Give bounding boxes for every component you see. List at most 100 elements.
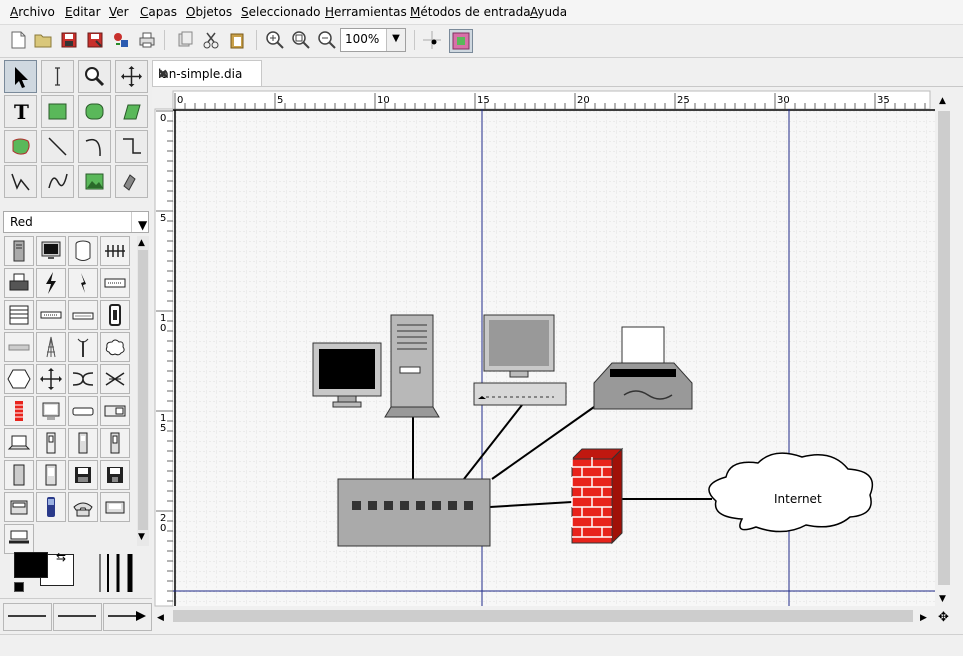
arc-tool[interactable]	[78, 130, 111, 163]
save-button[interactable]	[58, 29, 80, 51]
export-button[interactable]	[110, 29, 132, 51]
menu-metodos-de-entrada[interactable]: Métodos de entrada	[410, 5, 531, 19]
shape-handheld[interactable]	[100, 428, 130, 458]
line-width-icon[interactable]	[96, 552, 142, 594]
snap-to-objects-button[interactable]	[449, 29, 473, 53]
start-arrow-selector[interactable]	[3, 603, 52, 631]
open-file-button[interactable]	[32, 29, 54, 51]
zoom-dropdown-button[interactable]: ▼	[386, 29, 405, 51]
zoom-combo[interactable]: ▼	[340, 28, 406, 52]
internet-cloud[interactable]: Internet	[708, 452, 874, 533]
foreground-color-swatch[interactable]	[14, 552, 48, 578]
menu-capas[interactable]: Capas	[140, 5, 177, 19]
scroll-tool[interactable]	[115, 60, 148, 93]
image-tool[interactable]	[78, 165, 111, 198]
polygon-tool[interactable]	[115, 95, 148, 128]
default-colors-icon[interactable]	[14, 582, 24, 592]
swap-colors-icon[interactable]: ⇆	[56, 550, 67, 564]
server-tower-device[interactable]	[384, 314, 440, 418]
ellipse-tool[interactable]	[78, 95, 111, 128]
shape-cellphone[interactable]	[36, 492, 66, 522]
line-style-selector[interactable]	[53, 603, 102, 631]
copy-button[interactable]	[174, 29, 196, 51]
shape-modem[interactable]	[36, 300, 66, 330]
shape-device-tall[interactable]	[36, 460, 66, 490]
vertical-scroll-thumb[interactable]	[938, 111, 950, 585]
menu-objetos[interactable]: Objetos	[186, 5, 233, 19]
menu-ver[interactable]: Ver	[109, 5, 129, 19]
zigzagline-tool[interactable]	[115, 130, 148, 163]
shape-lightning[interactable]	[36, 268, 66, 298]
shape-firewall[interactable]	[4, 396, 34, 426]
chevron-left-icon[interactable]: ◀	[157, 613, 164, 623]
zoom-in-button[interactable]	[264, 29, 286, 51]
cut-button[interactable]	[200, 29, 222, 51]
shape-laptop[interactable]	[4, 428, 34, 458]
shape-phone-tower[interactable]	[4, 460, 34, 490]
box-tool[interactable]	[41, 95, 74, 128]
shape-sofa-device[interactable]	[100, 492, 130, 522]
magnify-tool[interactable]	[78, 60, 111, 93]
shape-bolt[interactable]	[68, 268, 98, 298]
shape-router[interactable]	[100, 364, 130, 394]
sheet-dropdown-button[interactable]: ▼	[131, 212, 148, 232]
connection-workstation-switch[interactable]	[463, 404, 523, 480]
tab-lan-simple[interactable]: lan-simple.dia ✖	[152, 60, 262, 86]
chevron-up-icon[interactable]: ▲	[939, 96, 946, 106]
zoom-input[interactable]	[341, 29, 385, 49]
shape-terminal[interactable]	[36, 396, 66, 426]
shape-floppy[interactable]	[68, 460, 98, 490]
menu-ayuda[interactable]: Ayuda	[530, 5, 568, 19]
menu-editar[interactable]: Editar	[65, 5, 101, 19]
beziergon-tool[interactable]	[4, 130, 37, 163]
zoom-fit-button[interactable]	[290, 29, 312, 51]
connection-printer-switch[interactable]	[491, 406, 595, 480]
shape-bus[interactable]	[100, 236, 130, 266]
connection-switch-firewall[interactable]	[489, 501, 573, 508]
shape-radio-tower[interactable]	[68, 332, 98, 362]
shape-mobile[interactable]	[68, 428, 98, 458]
navigation-move-icon[interactable]: ✥	[938, 610, 949, 625]
printer-device[interactable]	[593, 326, 693, 410]
text-edit-tool[interactable]	[41, 60, 74, 93]
bezierline-tool[interactable]	[41, 165, 74, 198]
shape-cable[interactable]	[4, 332, 34, 362]
menu-herramientas[interactable]: Herramientas	[325, 5, 407, 19]
shape-switch-arrows[interactable]	[36, 364, 66, 394]
shapes-scroll-thumb[interactable]	[138, 250, 148, 530]
sheet-selector[interactable]: Red ▼	[3, 211, 149, 233]
line-tool[interactable]	[41, 130, 74, 163]
shape-hub-small[interactable]	[68, 300, 98, 330]
shape-pda[interactable]	[36, 428, 66, 458]
print-button[interactable]	[136, 29, 158, 51]
polyline-tool[interactable]	[4, 165, 37, 198]
snap-to-grid-button[interactable]	[421, 29, 443, 51]
shape-monitor[interactable]	[36, 236, 66, 266]
shape-cloud[interactable]	[100, 332, 130, 362]
paste-button[interactable]	[226, 29, 248, 51]
outline-tool[interactable]	[115, 165, 148, 198]
menu-seleccionado[interactable]: Seleccionado	[241, 5, 321, 19]
shape-telephone[interactable]	[68, 492, 98, 522]
shape-keyboard-device[interactable]	[4, 524, 34, 554]
pointer-tool[interactable]	[4, 60, 37, 93]
save-as-button[interactable]	[84, 29, 106, 51]
chevron-down-icon[interactable]: ▼	[939, 594, 946, 604]
workstation-device[interactable]	[473, 314, 567, 406]
shape-crossover[interactable]	[68, 364, 98, 394]
menu-archivo[interactable]: Archivo	[10, 5, 55, 19]
text-tool[interactable]: T	[4, 95, 37, 128]
shapes-scrollbar[interactable]: ▲ ▼	[137, 236, 149, 546]
zoom-out-button[interactable]	[316, 29, 338, 51]
shape-hub-rect[interactable]	[68, 396, 98, 426]
shape-antenna[interactable]	[36, 332, 66, 362]
shape-rack[interactable]	[4, 300, 34, 330]
shape-hexagon[interactable]	[4, 364, 34, 394]
shape-external-drive[interactable]	[100, 396, 130, 426]
chevron-right-icon[interactable]: ▶	[920, 613, 927, 623]
shape-wall-outlet[interactable]	[100, 300, 130, 330]
shape-floppy-2[interactable]	[100, 460, 130, 490]
shape-scanner[interactable]	[4, 492, 34, 522]
end-arrow-selector[interactable]	[103, 603, 152, 631]
network-switch-device[interactable]	[337, 478, 491, 547]
